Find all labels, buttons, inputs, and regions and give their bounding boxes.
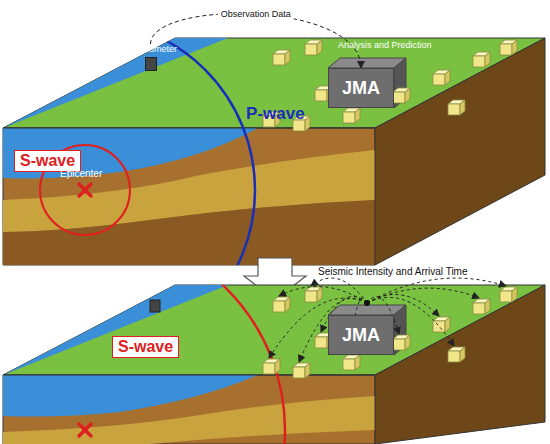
epicenter-label: Epicenter (60, 168, 102, 179)
jma-center-box: JMA (328, 68, 394, 108)
data-flow-arrow (151, 14, 361, 68)
edge-label: Observation Data (218, 9, 294, 19)
jma-center-box: JMA (328, 315, 394, 355)
broadcast-origin (364, 300, 370, 306)
seismometer-box (145, 57, 157, 71)
broadcast-arrows (269, 278, 506, 362)
node-text: JMA (342, 78, 380, 99)
p-wave-label: P-wave (246, 104, 305, 124)
seismometer: Seismometer (122, 44, 179, 71)
receiver-cubes (263, 40, 517, 378)
broadcast-caption: Seismic Intensity and Arrival Time (318, 266, 468, 277)
bottom-slab (0, 230, 545, 444)
node-text: JMA (342, 325, 380, 346)
node-text: S-wave (20, 152, 75, 170)
center-caption: Analysis and Prediction (338, 40, 432, 50)
node-text: Seismometer (122, 44, 179, 55)
s-wave-tag: S-wave (112, 336, 179, 358)
node-text: S-wave (118, 338, 173, 356)
